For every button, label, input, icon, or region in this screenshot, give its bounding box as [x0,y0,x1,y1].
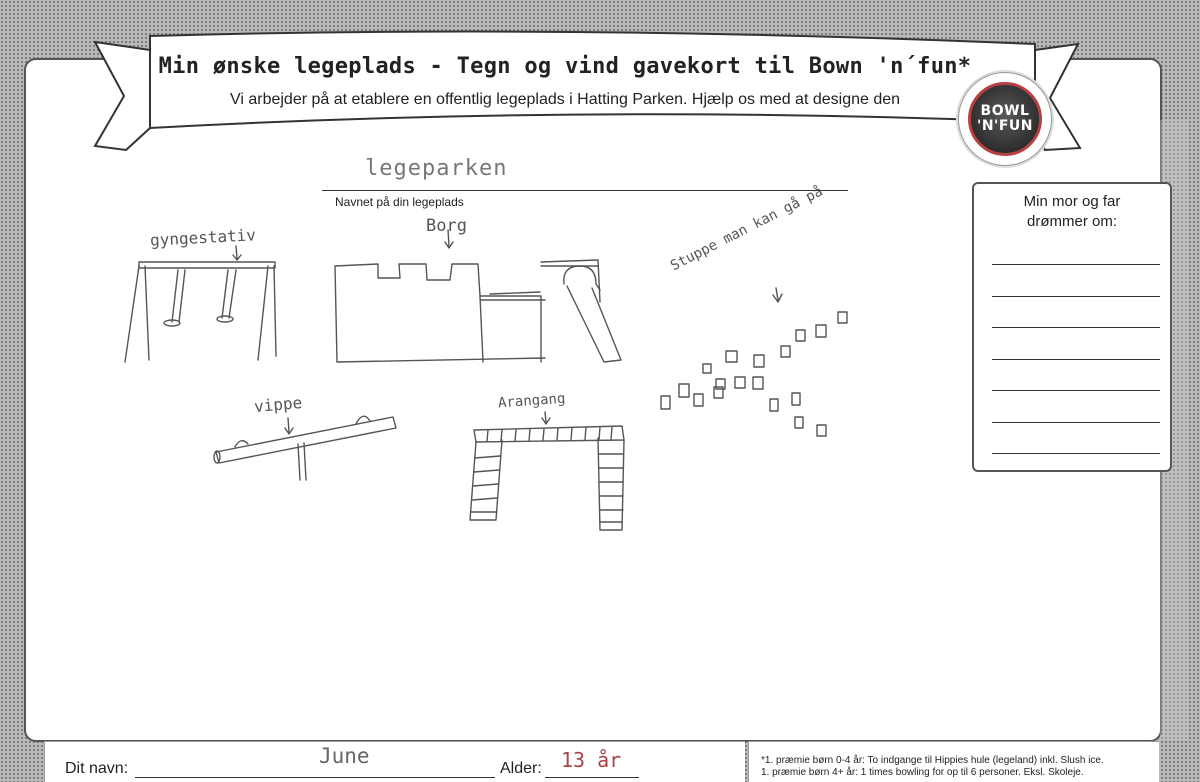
banner-subtitle: Vi arbejder på at etablere en offentlig … [229,91,901,108]
age-label: Alder: [500,760,542,777]
name-field-line[interactable] [135,777,495,778]
parents-dream-title-line2: drømmer om: [1027,213,1117,230]
parents-dream-title-line1: Min mor og far [1023,193,1121,210]
swing-set-sketch [124,245,277,363]
seesaw-sketch [213,415,397,481]
playground-name-caption: Navnet på din legeplads [335,195,464,209]
name-label: Dit navn: [65,760,129,777]
dream-write-line[interactable] [992,359,1160,360]
parents-dream-box: Min mor og far drømmer om: [972,182,1172,472]
entry-details: Dit navn: June Alder: 13 år [44,741,745,782]
gate-sketch [469,411,625,531]
dream-write-line[interactable] [992,453,1160,454]
age-value: 13 år [561,748,622,772]
dream-write-line[interactable] [992,422,1160,423]
playground-name-line [322,190,848,191]
prize-line-1: *1. præmie børn 0-4 år: To indgange til … [761,755,1104,766]
dream-write-line[interactable] [992,327,1160,328]
dream-write-line[interactable] [992,264,1160,265]
logo-text-bottom: 'N'FUN [977,118,1033,134]
age-field-line[interactable] [545,777,639,778]
parents-dream-title: Min mor og far drømmer om: [974,192,1170,232]
stepping-stones-sketch [660,287,848,437]
prize-info: *1. præmie børn 0-4 år: To indgange til … [748,741,1159,782]
logo-text-top: BOWL [980,103,1030,119]
bowl-n-fun-logo: BOWL 'N'FUN [958,72,1052,166]
banner-title: Min ønske legeplads - Tegn og vind gavek… [158,54,972,79]
label-castle: Borg [426,216,467,236]
logo-badge: BOWL 'N'FUN [968,82,1042,156]
name-value: June [319,744,370,768]
castle-sketch [334,229,622,363]
dream-write-line[interactable] [992,390,1160,391]
prize-line-2: 1. præmie børn 4+ år: 1 times bowling fo… [761,767,1084,778]
dream-write-line[interactable] [992,296,1160,297]
playground-name-value: legeparken [365,156,508,181]
